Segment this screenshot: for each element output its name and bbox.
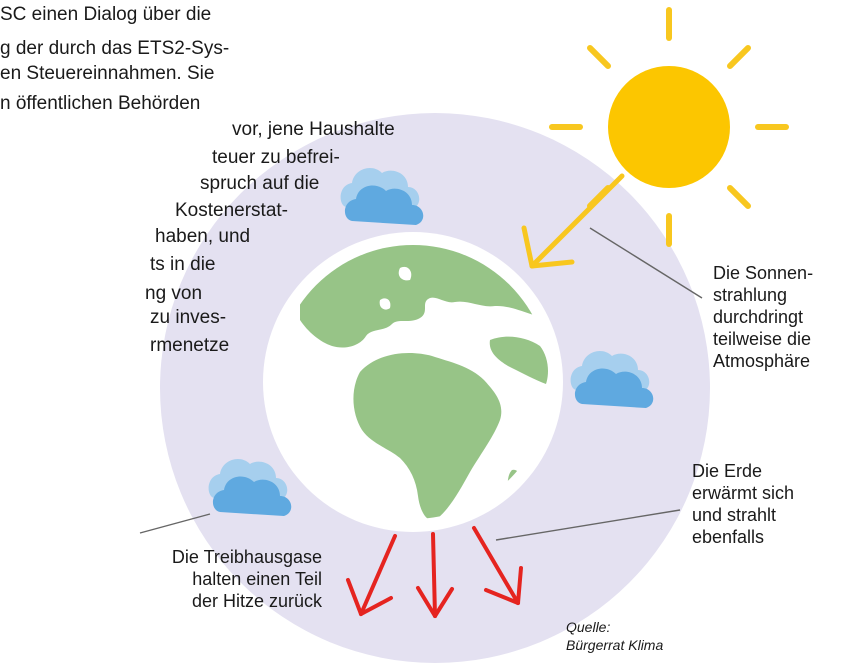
body-text-line: vor, jene Haushalte bbox=[232, 119, 395, 140]
outgoing-heat-arrows bbox=[346, 526, 523, 618]
body-text-line: SC einen Dialog über die bbox=[0, 4, 212, 25]
greenhouse-label-leader bbox=[139, 513, 211, 534]
earth-label: Die Erde erwärmt sich und strahlt ebenfa… bbox=[692, 461, 795, 547]
earth-globe-icon bbox=[276, 245, 550, 519]
sun-label: Die Sonnen- strahlung durchdringt teilwe… bbox=[713, 263, 814, 371]
sun-label-leader bbox=[589, 227, 703, 299]
cloud-icon bbox=[340, 168, 424, 225]
cloud-icon bbox=[208, 459, 292, 516]
body-text-line: rmenetze bbox=[150, 335, 230, 356]
body-text-line: n öffentlichen Behörden bbox=[0, 93, 201, 114]
greenhouse-label: Die Treibhausgase halten einen Teil der … bbox=[171, 547, 322, 611]
cloud-icon bbox=[570, 351, 654, 408]
body-text-line: ng von bbox=[145, 283, 203, 304]
body-text-line: ts in die bbox=[150, 254, 216, 275]
body-text-line: g der durch das ETS2-Sys- bbox=[0, 38, 230, 59]
body-text-line: teuer zu befrei- bbox=[212, 147, 340, 168]
body-text-line: Kostenerstat- bbox=[175, 200, 288, 221]
source-note: Quelle: Bürgerrat Klima bbox=[566, 619, 664, 653]
body-text-line: spruch auf die bbox=[200, 173, 320, 194]
body-text-line: haben, und bbox=[155, 226, 251, 247]
body-text-line: zu inves- bbox=[150, 307, 227, 328]
earth-label-leader bbox=[495, 509, 681, 541]
body-text-line: en Steuereinnahmen. Sie bbox=[0, 63, 215, 84]
incoming-sunlight-arrow bbox=[521, 173, 625, 269]
